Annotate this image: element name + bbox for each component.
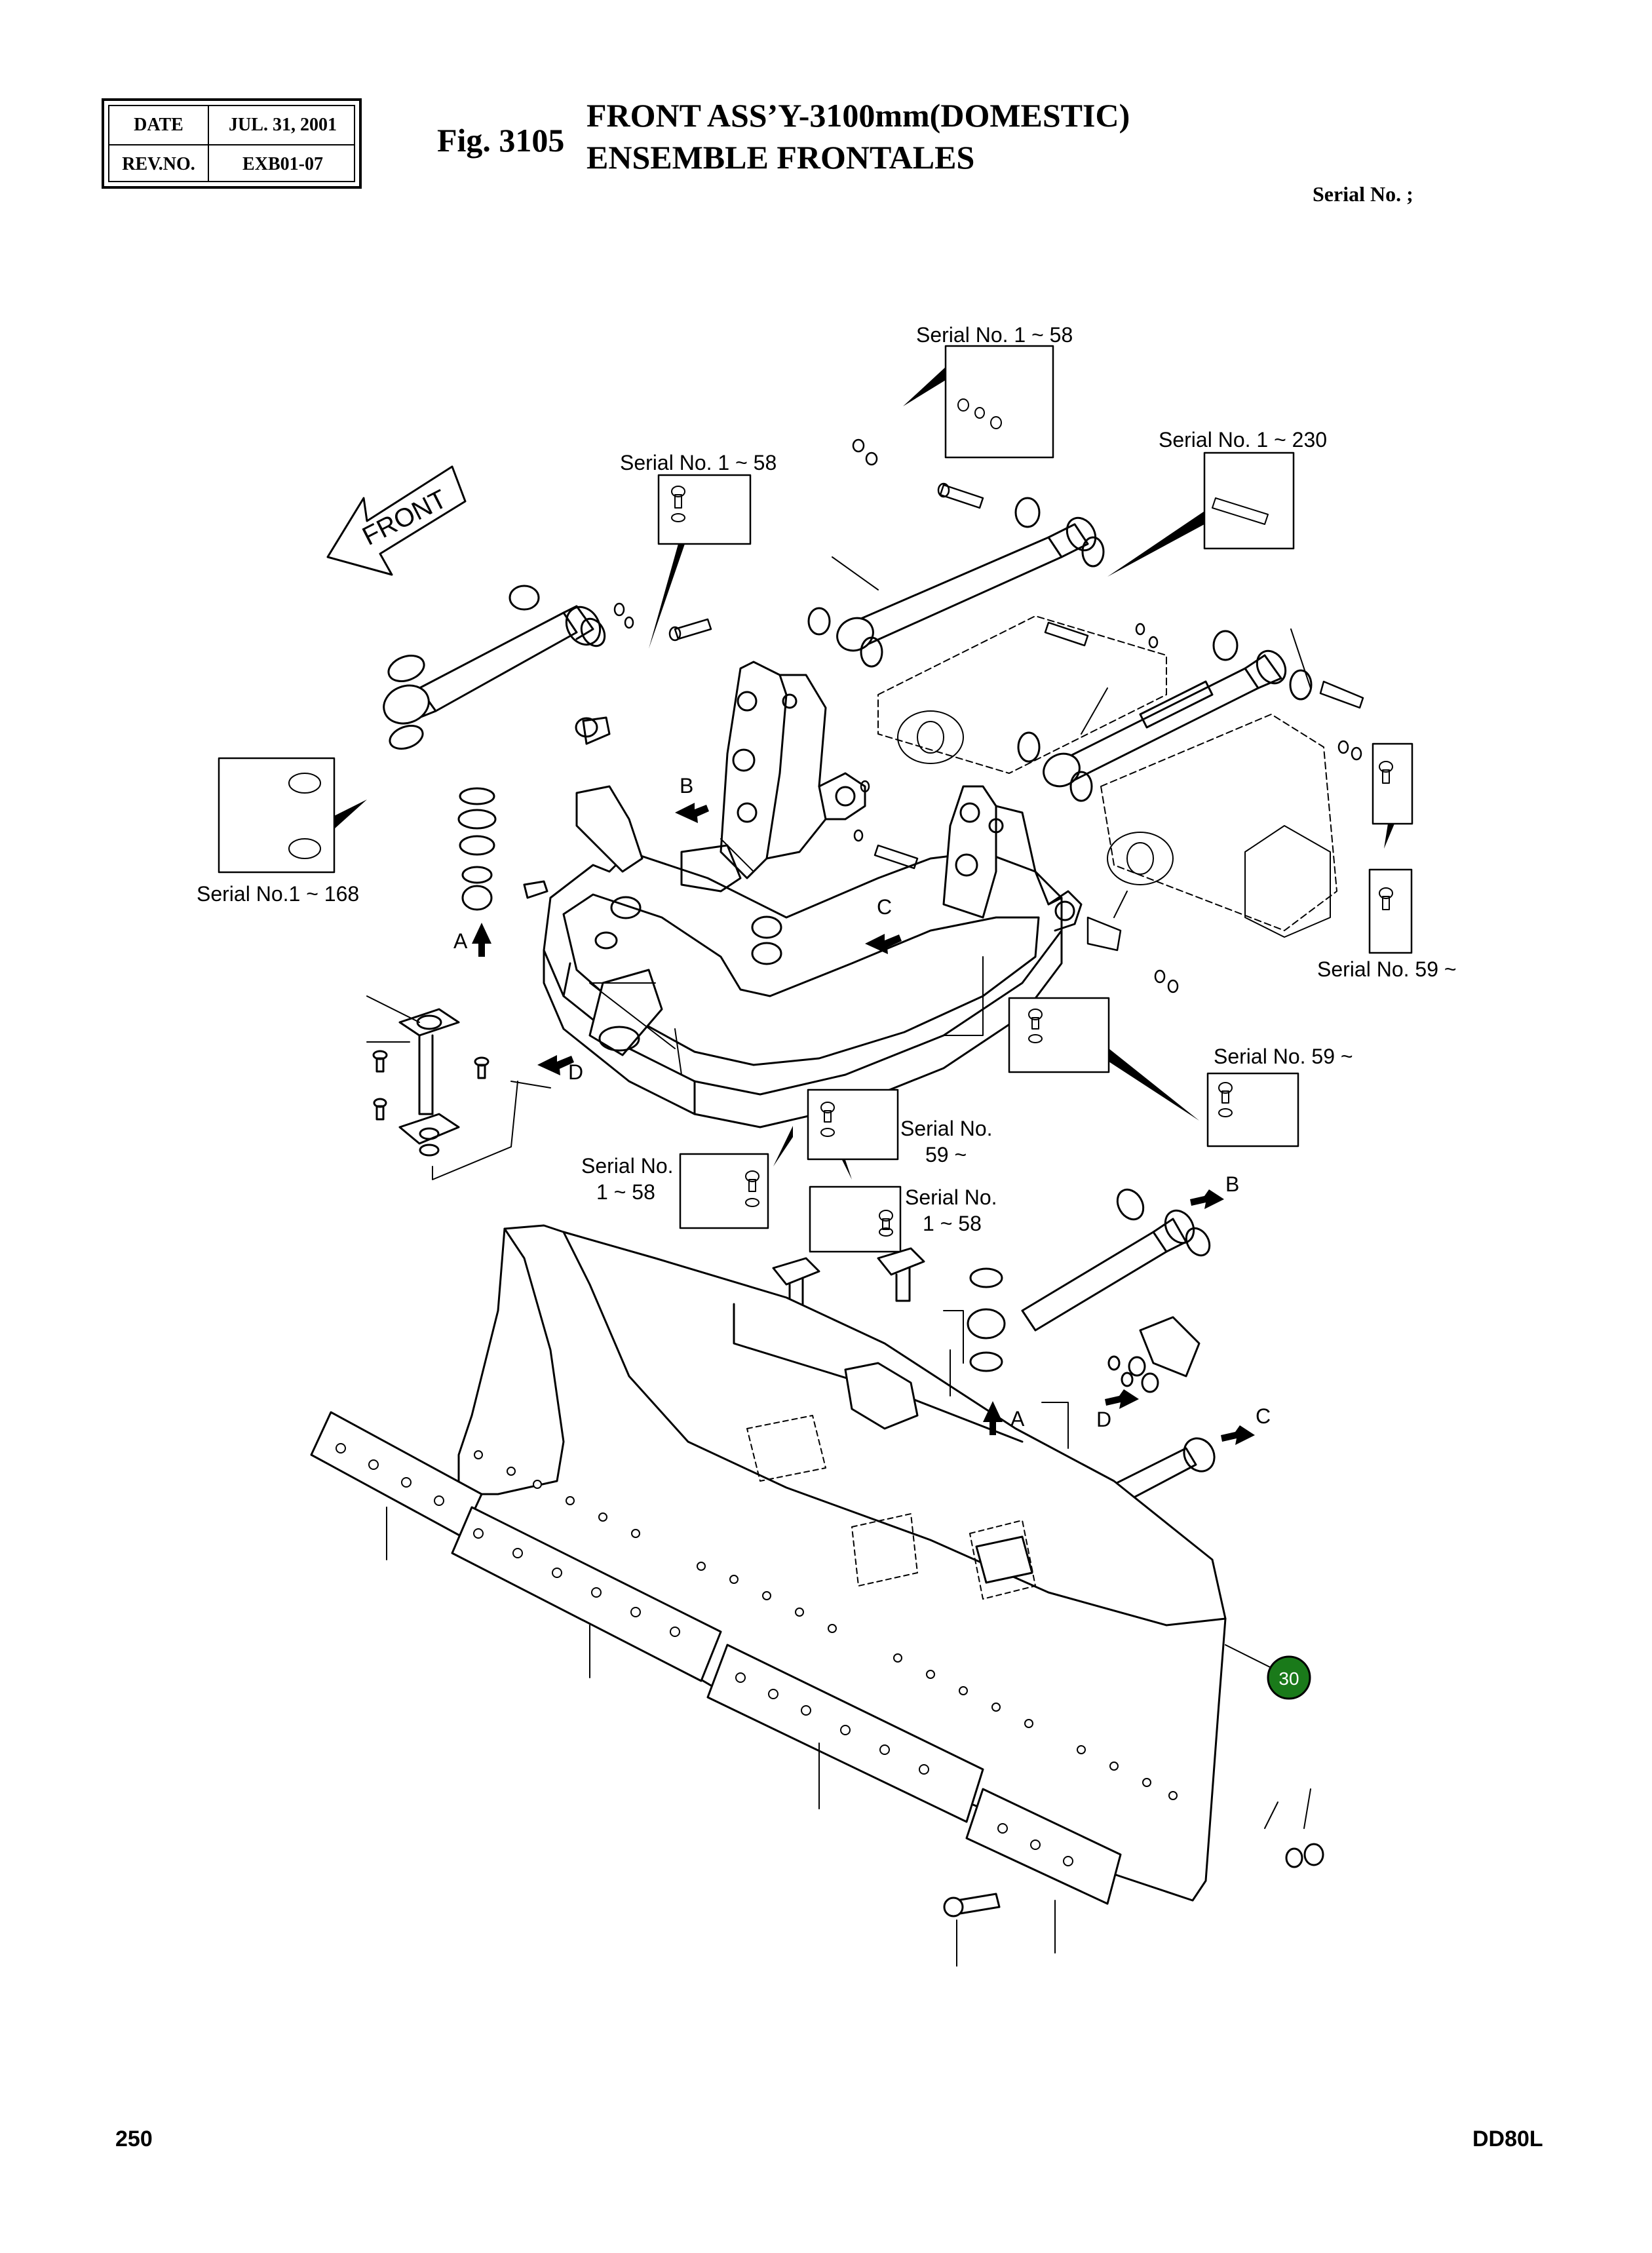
- callout-serial-59-center-line2: 59 ~: [925, 1143, 967, 1166]
- letter-d-upper: D: [568, 1060, 583, 1084]
- track-frame-reference: [877, 615, 1337, 931]
- figure-title-english: FRONT ASS’Y-3100mm(DOMESTIC): [586, 97, 1130, 134]
- callout-serial-1-230: Serial No. 1 ~ 230: [1159, 428, 1327, 452]
- model-name: DD80L: [1472, 2127, 1543, 2151]
- callout-serial-59-center-line1: Serial No.: [900, 1117, 993, 1140]
- letter-c-upper: C: [877, 895, 892, 919]
- date-label: DATE: [134, 115, 183, 135]
- date-value: JUL. 31, 2001: [229, 115, 337, 135]
- revision-table: DATE JUL. 31, 2001 REV.NO. EXB01-07: [102, 98, 362, 189]
- rev-value: EXB01-07: [242, 154, 323, 174]
- right-tower-bracket: [942, 785, 1083, 932]
- lower-left-post-assembly: [372, 1008, 490, 1157]
- revision-table-row-divider: [108, 144, 355, 145]
- direction-arrows: [472, 803, 1255, 1445]
- letter-b-lower: B: [1225, 1172, 1239, 1196]
- center-pivot-bracket: [575, 716, 782, 1056]
- revision-table-inner: [108, 105, 355, 182]
- letter-d-lower: D: [1096, 1408, 1111, 1431]
- track-frame-mounts: [897, 710, 1331, 938]
- letter-a-lower: A: [1010, 1407, 1025, 1431]
- clamp-bracket: [1107, 1316, 1201, 1393]
- callout-serial-1-58-left: Serial No. 1 ~ 58: [620, 451, 777, 474]
- letter-b-upper: B: [680, 774, 693, 798]
- arrow-a-upper: [472, 923, 491, 957]
- upper-right-tilt-cylinder-2: [1017, 630, 1313, 802]
- inset-bolts: [288, 398, 1393, 1237]
- upper-right-tilt-cylinder-1: [807, 497, 1105, 668]
- serial-inset-boxes: [218, 345, 1413, 1253]
- cutting-edge-bolt-and-nut: [943, 1843, 1324, 1917]
- callout-serial-1-58-lower-line2: 1 ~ 58: [596, 1180, 655, 1204]
- figure-title-french: ENSEMBLE FRONTALES: [586, 139, 975, 176]
- cutting-edge-segments: [310, 1411, 1178, 1905]
- letter-a-upper: A: [453, 929, 468, 953]
- revision-table-col-divider: [208, 105, 209, 182]
- callout-serial-59-mid: Serial No. 59 ~: [1214, 1045, 1353, 1068]
- serial-number-label: Serial No. ;: [1313, 182, 1413, 206]
- item-badge-label: 30: [1278, 1668, 1299, 1689]
- callout-serial-1-58-center-line2: 1 ~ 58: [923, 1212, 982, 1235]
- callout-serial-1-58-top: Serial No. 1 ~ 58: [916, 323, 1073, 347]
- main-frame: [543, 851, 1063, 1128]
- stacked-washers-left: [457, 787, 548, 911]
- letter-c-lower: C: [1256, 1404, 1271, 1428]
- callout-serial-1-168: Serial No.1 ~ 168: [197, 882, 359, 906]
- arrow-d-lower: [1105, 1389, 1139, 1409]
- callout-serial-1-58-lower-line1: Serial No.: [581, 1154, 674, 1178]
- front-direction-arrow: [326, 465, 467, 576]
- arrow-c-upper: [865, 934, 902, 954]
- figure-number: Fig. 3105: [437, 122, 565, 159]
- inset-pointer-wedges: [334, 367, 1394, 1180]
- arrow-b-upper: [675, 803, 709, 823]
- lower-lift-cylinder: [967, 1188, 1211, 1372]
- left-tower-bracket: [720, 661, 866, 879]
- callout-serial-1-58-center-line1: Serial No.: [905, 1185, 997, 1209]
- item-badge-circle: [1267, 1655, 1311, 1700]
- rev-label: REV.NO.: [122, 154, 195, 174]
- callout-serial-59-right: Serial No. 59 ~: [1317, 957, 1457, 981]
- arrow-c-lower: [1221, 1425, 1255, 1445]
- arrow-a-lower: [983, 1401, 1003, 1435]
- page-number: 250: [115, 2127, 153, 2151]
- arrow-d-upper: [537, 1055, 574, 1075]
- lower-pivot-pins: [772, 1247, 925, 1312]
- arrow-b-lower: [1190, 1189, 1224, 1209]
- upper-left-lift-cylinder: [383, 585, 606, 750]
- item-badge-30[interactable]: 30: [1267, 1655, 1311, 1700]
